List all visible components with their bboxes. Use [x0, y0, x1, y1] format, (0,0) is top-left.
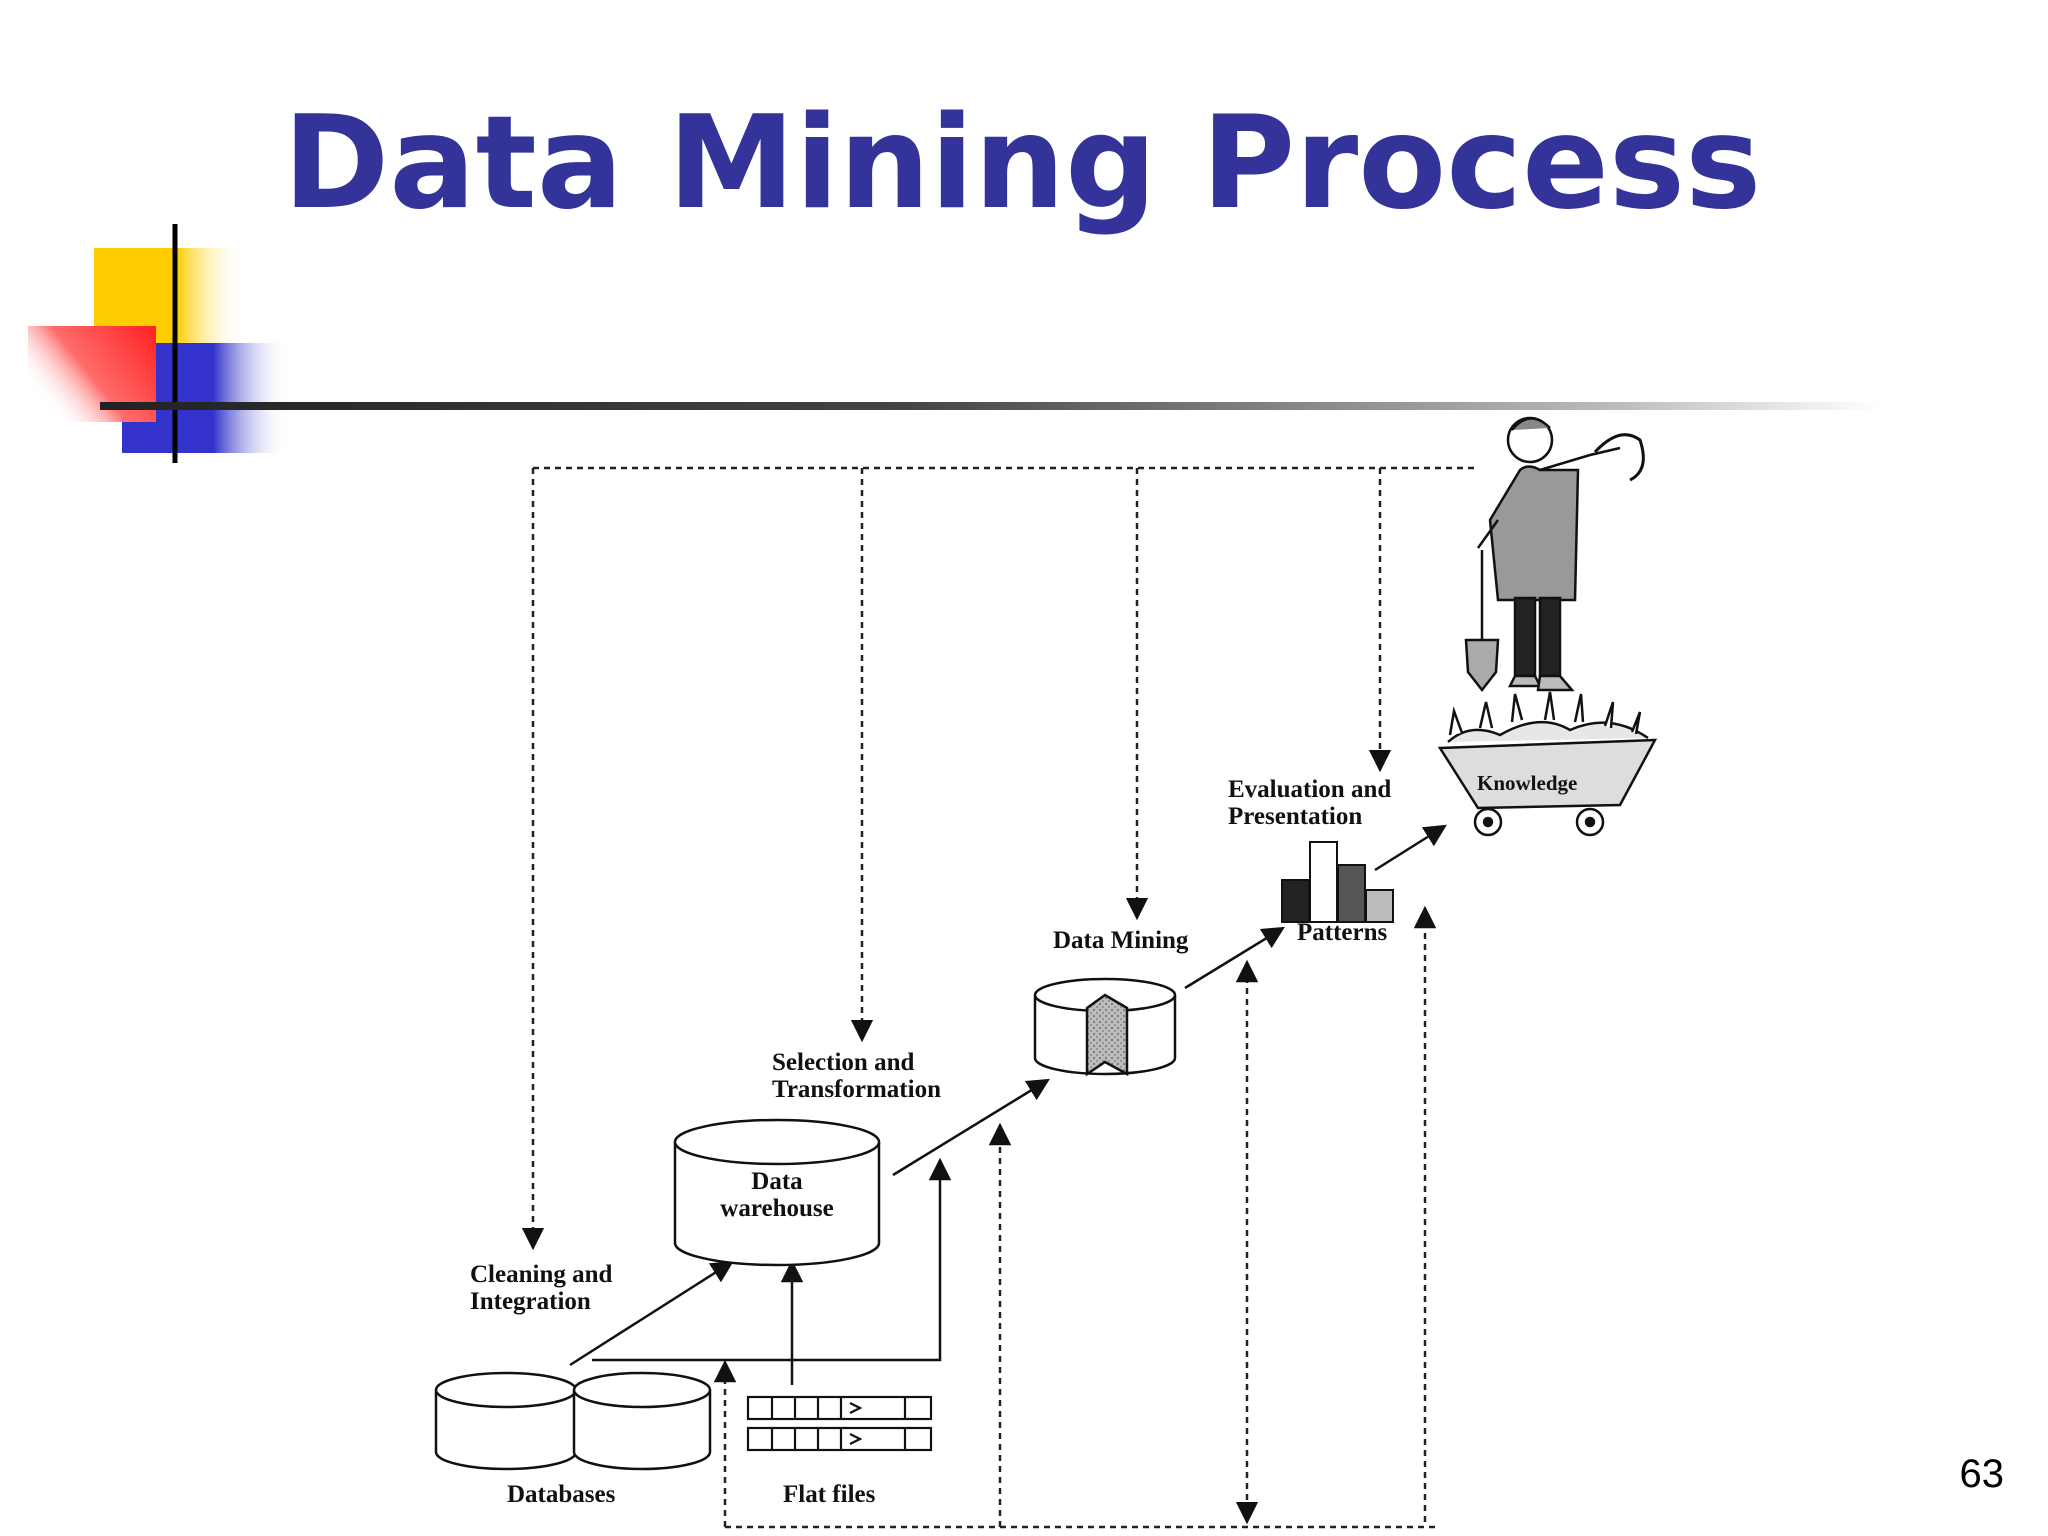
- knowledge-cart-icon: [1437, 691, 1658, 837]
- label-flat-files: Flat files: [783, 1481, 876, 1508]
- data-mining-cylinder: [1033, 977, 1177, 1077]
- label-knowledge: Knowledge: [1477, 771, 1577, 795]
- data-warehouse-cylinder: [673, 1118, 881, 1267]
- label-presentation: Presentation: [1228, 803, 1362, 830]
- label-cleaning-and: Cleaning and: [470, 1261, 613, 1288]
- slide-title: Data Mining Process: [283, 89, 1762, 238]
- label-integration: Integration: [470, 1288, 591, 1315]
- label-transformation: Transformation: [772, 1076, 941, 1103]
- label-warehouse: warehouse: [720, 1195, 833, 1222]
- page-number: 63: [1959, 1452, 2005, 1496]
- label-selection-and: Selection and: [772, 1049, 914, 1076]
- label-data-mining: Data Mining: [1053, 927, 1189, 954]
- feedback-dashed-lines-bottom: [713, 905, 1437, 1529]
- label-evaluation-and: Evaluation and: [1228, 776, 1391, 803]
- patterns-bar-chart-icon: [1281, 841, 1394, 923]
- process-arrows: [569, 824, 1447, 1385]
- label-patterns: Patterns: [1297, 919, 1388, 946]
- flat-files-icon: [746, 1395, 933, 1452]
- label-databases: Databases: [507, 1481, 616, 1508]
- databases-cylinders: [434, 1371, 712, 1471]
- feedback-dashed-lines-top: [521, 466, 1475, 1251]
- miner-figure-icon: [1464, 416, 1645, 693]
- label-data: Data: [751, 1168, 803, 1195]
